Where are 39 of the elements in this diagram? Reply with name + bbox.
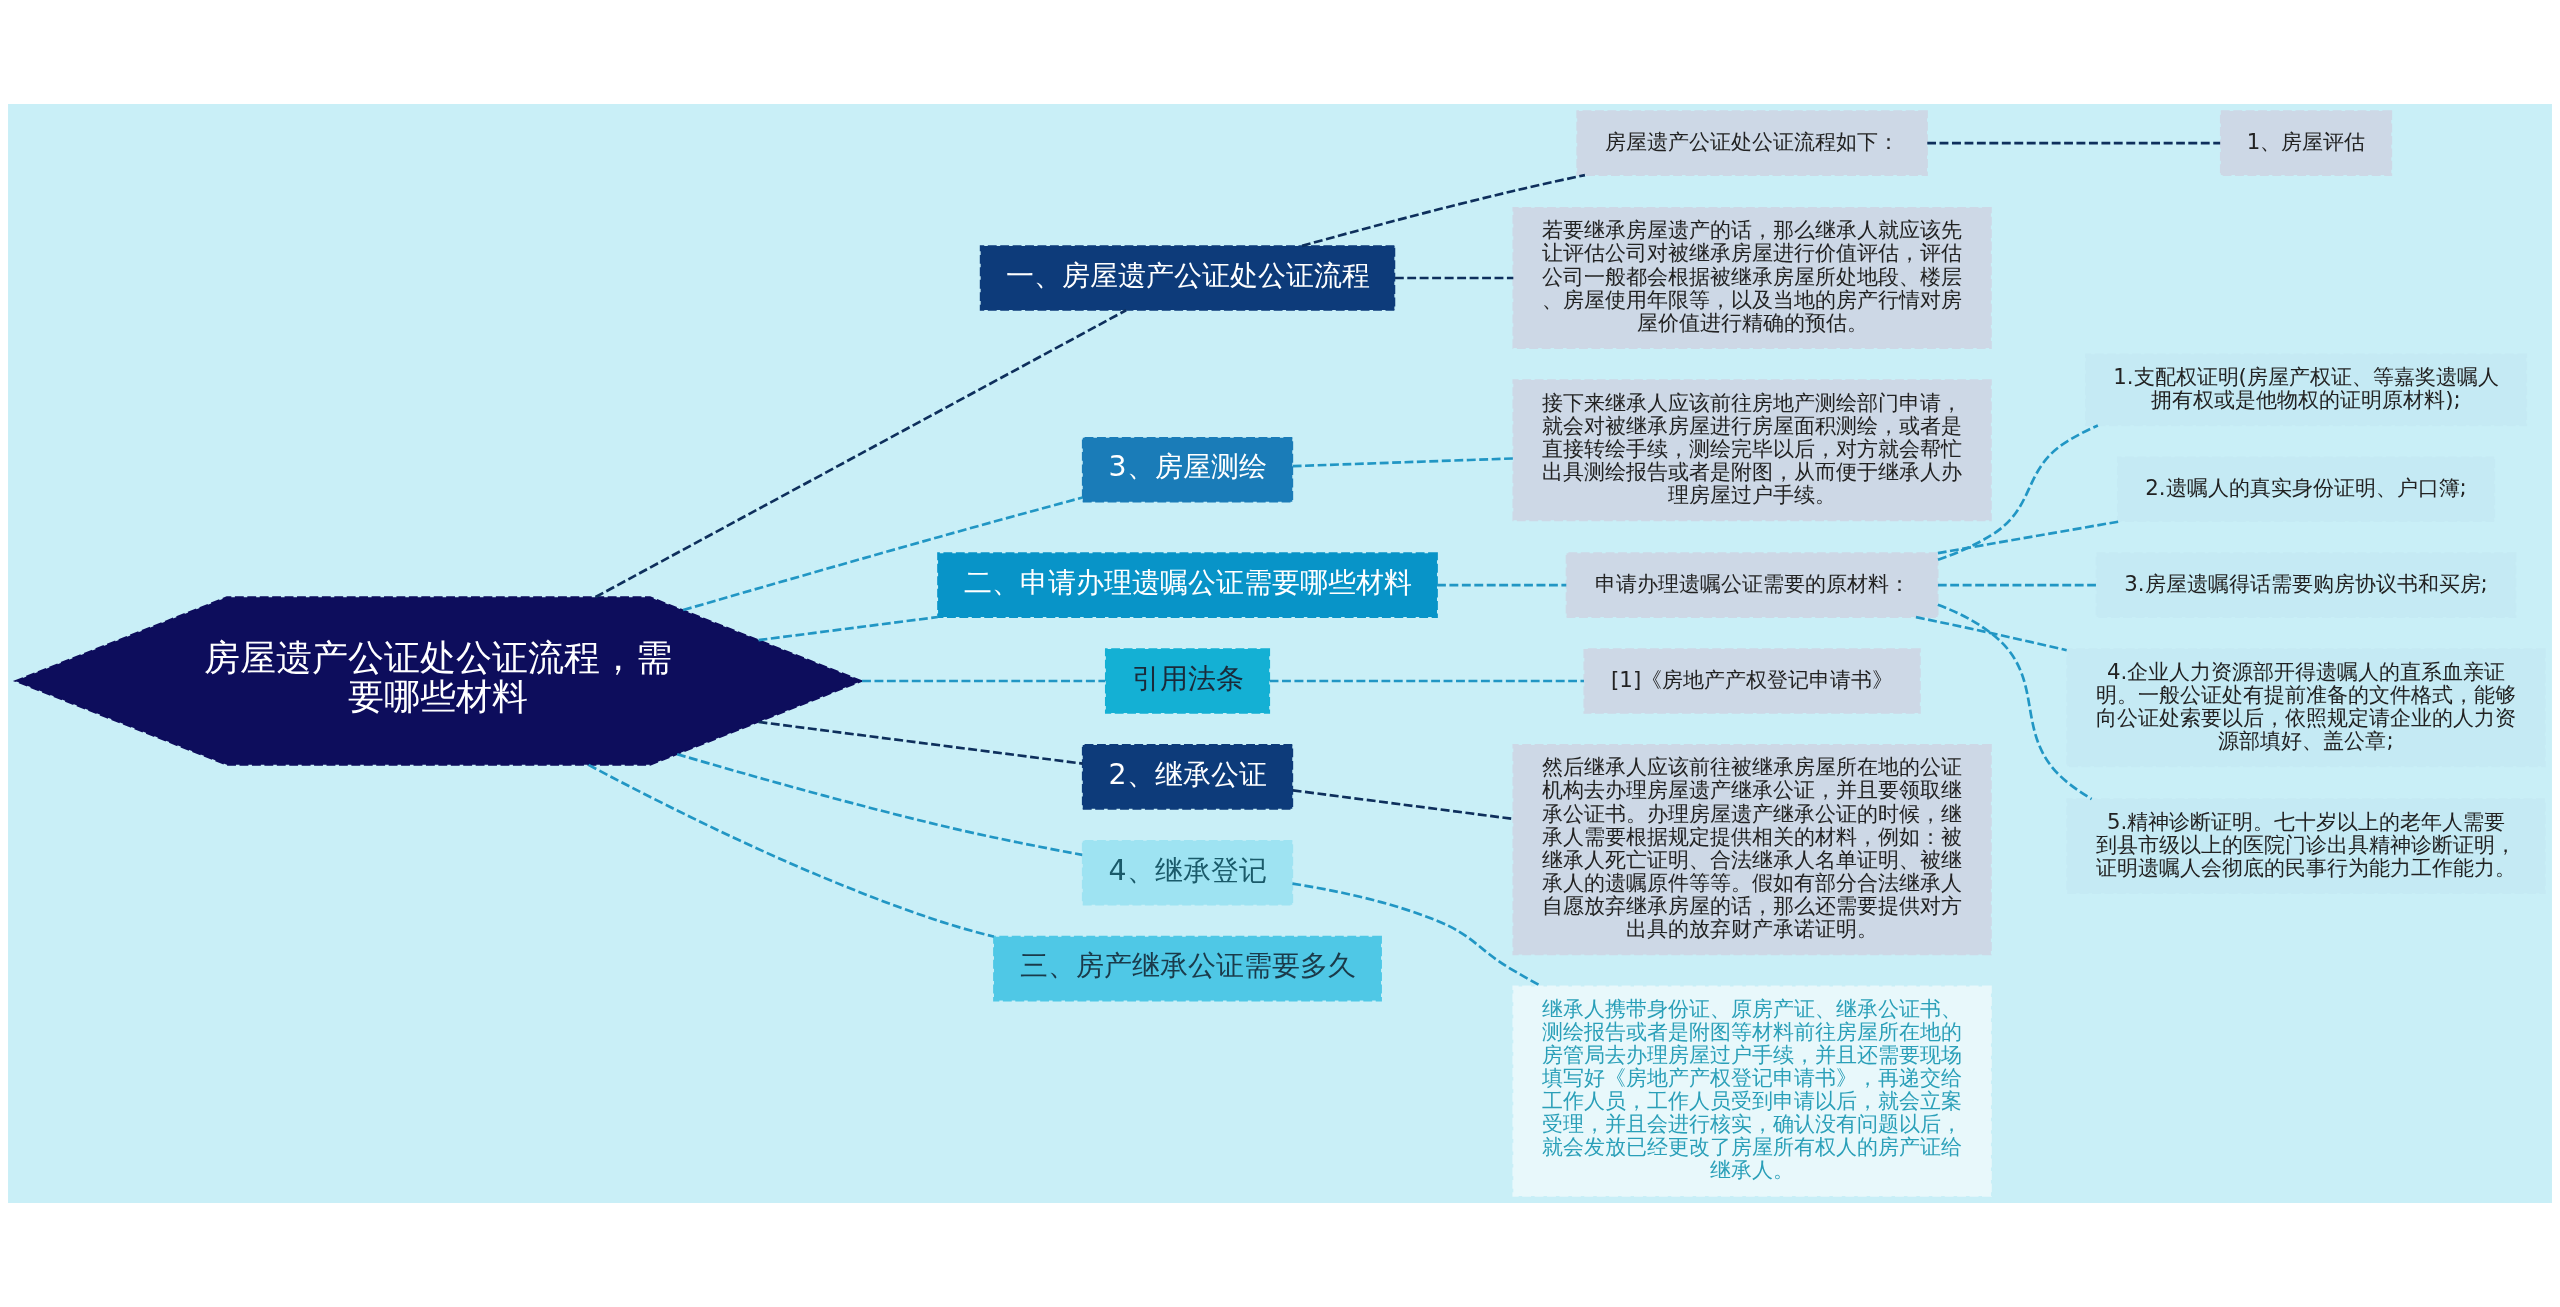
node-box: 3、房屋测绘 <box>1081 436 1294 503</box>
node-text: 3.房屋遗嘱得话需要购房协议书和买房; <box>2124 570 2488 596</box>
node-box: 若要继承房屋遗产的话，那么继承人就应该先让评估公司对被继承房屋进行价值评估，评估公司一般都会根据被继承房屋所处地段、楼层、房屋使用年限等，以及当地的房产行情对房屋价值进行精确的预估。 <box>1512 206 1992 349</box>
node-box: 三、房产继承公证需要多久 <box>993 935 1382 1002</box>
connector <box>682 496 1083 612</box>
connector <box>1937 583 2097 587</box>
node-box: 然后继承人应该前往被继承房屋所在地的公证机构去办理房屋遗产继承公证，并且要领取继承公证书。办理房屋遗产继承公证的时候，继承人需要根据规定提供相关的材料，例如：被继承人死亡证明、合法继承人名单证明、被继承人的遗嘱原件等等。假如有部分合法继承人自愿放弃继承房屋的话，那么还需要提供对方出具的放弃财产承诺证明。 <box>1512 744 1992 956</box>
node-text: 1.支配权证明(房屋产权证、等嘉奖遗嘱人拥有权或是他物权的证明原材料); <box>2113 363 2499 412</box>
node-box: 1、房屋评估 <box>2219 110 2393 176</box>
connector <box>676 752 1083 857</box>
connector <box>758 615 938 642</box>
node-box: 房屋遗产公证处公证流程如下： <box>1576 110 1928 176</box>
connector <box>862 679 1106 683</box>
node-text: 4.企业人力资源部开得遗嘱人的直系血亲证明。一般公证处有提前准备的文件格式，能够向公证处索要以后，依照规定请企业的人力资源部填好、盖公章; <box>2096 658 2517 753</box>
connector <box>1269 679 1584 683</box>
node-box: 4、继承登记 <box>1081 839 1294 906</box>
node-box: 继承人携带身份证、原房产证、继承公证书、测绘报告或者是附图等材料前往房屋所在地的房管局去办理房屋过户手续，并且还需要现场填写好《房地产产权登记申请书》，再递交给工作人员，工作人员受到申请以后，就会立案受理，并且会进行核实，确认没有问题以后，就会发放已经更改了房屋所有权人的房产证给继承人。 <box>1512 985 1992 1197</box>
connector <box>758 720 1083 765</box>
node-box: 二、申请办理遗嘱公证需要哪些材料 <box>937 552 1438 618</box>
node-box: [1]《房地产产权登记申请书》 <box>1583 648 1921 714</box>
connector <box>1292 457 1514 468</box>
connector <box>1937 424 2099 562</box>
connector <box>594 309 1127 599</box>
connector <box>1292 789 1514 821</box>
node-box: 接下来继承人应该前往房地产测绘部门申请，就会对被继承房屋进行房屋面积测绘，或者是直接转绘手续，测绘完毕以后，对方就会帮忙出具测绘报告或者是附图，从而便于继承人办理房屋过户手续。 <box>1512 379 1992 522</box>
node-text: 2.遗嘱人的真实身份证明、户口簿; <box>2145 474 2467 500</box>
connector <box>587 763 995 938</box>
node-text: 5.精神诊断证明。七十岁以上的老年人需要到县市级以上的医院门诊出具精神诊断证明，证明遗嘱人会彻底的民事行为能力工作能力。 <box>2096 808 2517 880</box>
connector <box>1395 276 1514 280</box>
connector <box>1927 141 2221 145</box>
connector <box>1301 173 1586 248</box>
node-box: 申请办理遗嘱公证需要的原材料： <box>1565 552 1939 618</box>
connector <box>1915 615 2067 652</box>
connector <box>1937 520 2121 555</box>
connector <box>1437 583 1567 587</box>
connector <box>1937 603 2093 801</box>
node-box: 2、继承公证 <box>1081 744 1294 810</box>
node-box: 一、房屋遗产公证处公证流程 <box>979 245 1396 311</box>
node-box: 引用法条 <box>1104 648 1271 714</box>
